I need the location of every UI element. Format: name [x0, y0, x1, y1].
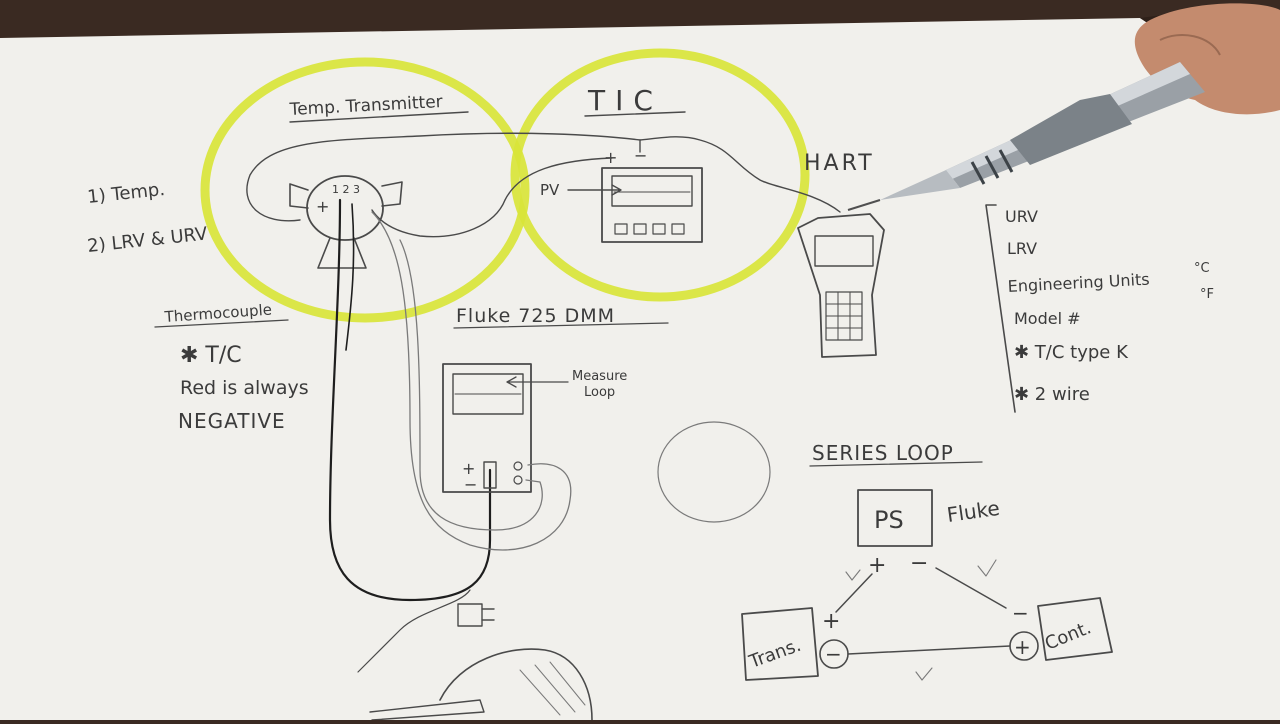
tc-connector-plug	[457, 603, 495, 627]
transmitter-highlight-circle	[200, 57, 530, 323]
transmitter-terminal-numbers: 1 2 3	[332, 183, 360, 196]
hart-list-model: Model #	[1014, 309, 1081, 328]
series-checkmarks	[845, 559, 997, 681]
power-supply-label: PS	[874, 506, 904, 534]
tic-underline	[584, 111, 686, 117]
thermocouple-lead-2	[345, 203, 355, 351]
fluke-725-label: Fluke 725 DMM	[456, 305, 615, 327]
ps-plus-terminal: +	[868, 553, 886, 578]
tc-note-3: NEGATIVE	[178, 409, 286, 433]
measure-loop-arrow	[506, 376, 569, 388]
tic-controller-box	[601, 167, 703, 243]
transmitter-plus-sign: +	[316, 197, 329, 216]
fluke-dmm-body	[442, 363, 532, 493]
tic-highlight-circle	[510, 48, 810, 302]
bottom-partial-bar	[369, 699, 485, 721]
hart-list-tc-type: ✱ T/C type K	[1014, 342, 1129, 363]
deg-f-label: °F	[1200, 287, 1214, 302]
thermocouple-lead-dark	[328, 198, 492, 602]
hart-list-lrv: LRV	[1007, 239, 1037, 258]
tic-label: TIC	[587, 84, 663, 117]
bottom-partial-sketch	[439, 648, 593, 721]
series-wire-ps-plus-to-trans	[835, 573, 873, 613]
dmm-minus-terminal: −	[464, 475, 477, 494]
pv-label: PV	[540, 181, 560, 199]
dmm-loop-wire-outer	[371, 211, 572, 551]
paper-sheet	[0, 18, 1280, 720]
deg-c-label: °C	[1194, 261, 1210, 276]
thermocouple-underline	[154, 319, 289, 328]
fluke-725-underline	[453, 322, 669, 329]
hart-label: HART	[804, 151, 875, 176]
cont-minus-terminal: −	[1012, 601, 1029, 625]
tc-note-1: ✱ T/C	[180, 343, 242, 368]
pv-arrow	[567, 184, 622, 196]
ps-minus-terminal: −	[910, 551, 928, 576]
series-wire-ps-minus-to-cont	[935, 567, 1007, 609]
series-loop-label: SERIES LOOP	[812, 441, 954, 465]
transmitter-series-box	[741, 607, 819, 681]
cont-plus-terminal: +	[1014, 635, 1031, 659]
temp-transmitter-underline	[289, 111, 469, 123]
hart-list-bracket	[985, 204, 1016, 413]
measure-loop-label-1: Measure	[572, 369, 627, 384]
tic-minus-terminal: −	[634, 146, 647, 165]
hart-communicator	[797, 213, 885, 358]
tc-note-2: Red is always	[180, 377, 309, 399]
hart-list-2wire: ✱ 2 wire	[1014, 384, 1090, 405]
wire-tic-plus-to-transmitter	[371, 157, 613, 238]
series-wire-trans-to-cont	[847, 645, 1011, 655]
trans-plus-terminal: +	[822, 609, 840, 634]
hart-list-urv: URV	[1005, 207, 1038, 226]
dmm-loop-wire-inner	[399, 239, 543, 531]
wire-hart-lead	[639, 136, 841, 213]
series-loop-underline	[809, 461, 983, 467]
power-supply-box	[857, 489, 933, 547]
blank-circle-sketch	[657, 421, 771, 523]
transmitter-head	[289, 175, 403, 269]
controller-series-box	[1037, 597, 1113, 661]
thermocouple-probe	[357, 589, 471, 673]
trans-minus-terminal: −	[825, 642, 842, 666]
dmm-plus-terminal: +	[462, 459, 475, 478]
mechanical-pencil	[847, 62, 1205, 211]
measure-loop-label-2: Loop	[584, 385, 615, 400]
wire-tic-minus-to-transmitter	[246, 132, 641, 222]
bottom-hatching	[519, 661, 586, 716]
